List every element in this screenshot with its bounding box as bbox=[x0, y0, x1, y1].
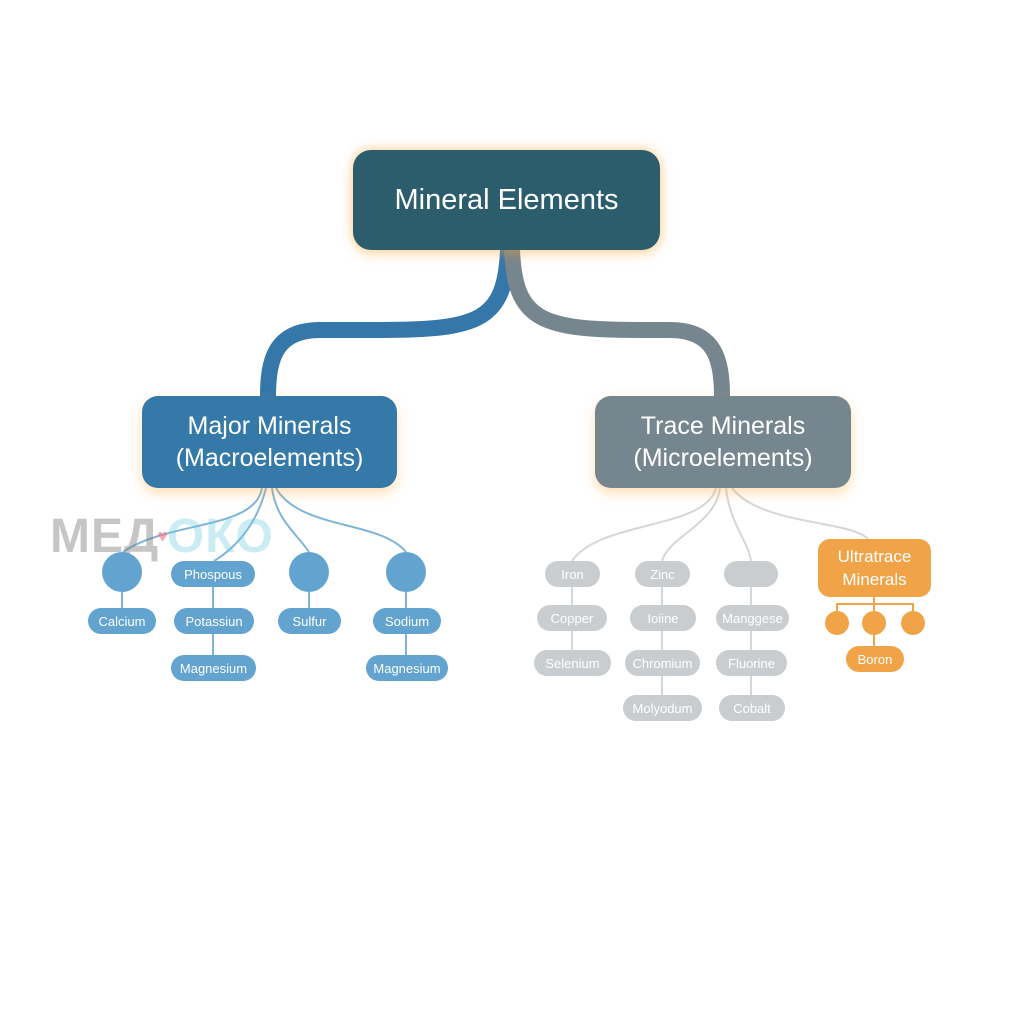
ultra-line2: Minerals bbox=[842, 570, 907, 589]
ultratrace-node-dot bbox=[901, 611, 925, 635]
watermark-part2: ОКО bbox=[166, 509, 274, 563]
heart-icon: ♥ bbox=[157, 525, 169, 546]
mineral-pill: Calcium bbox=[88, 608, 156, 634]
major-minerals-node: Major Minerals (Macroelements) bbox=[142, 396, 397, 488]
root-node: Mineral Elements bbox=[353, 150, 660, 250]
ultra-line1: Ultratrace bbox=[837, 547, 912, 566]
mineral-pill: Molyodum bbox=[623, 695, 702, 721]
branch-major-calcium bbox=[122, 487, 263, 553]
mineral-pill: Chromium bbox=[625, 650, 700, 676]
branch-trace-iron bbox=[571, 487, 717, 562]
watermark: МЕД ♥ ОКО bbox=[50, 508, 274, 564]
ultratrace-node-dot bbox=[825, 611, 849, 635]
mineral-pill: Iron bbox=[545, 561, 600, 587]
mineral-pill: Magnesium bbox=[366, 655, 448, 681]
connector-root-trace bbox=[504, 249, 730, 397]
mineral-pill: Boron bbox=[846, 646, 904, 672]
mineral-pill: Copper bbox=[537, 605, 607, 631]
mineral-pill: Magnesium bbox=[171, 655, 256, 681]
trace-line2: (Microelements) bbox=[633, 444, 813, 472]
major-node-dot bbox=[289, 552, 329, 592]
trace-empty-pill bbox=[724, 561, 778, 587]
mineral-pill: Potassiun bbox=[174, 608, 254, 634]
trace-line1: Trace Minerals bbox=[640, 412, 806, 440]
branch-major-sulfur bbox=[271, 487, 310, 553]
major-node-dot bbox=[102, 552, 142, 592]
mineral-pill: Ioiine bbox=[630, 605, 696, 631]
branch-ultra-left bbox=[836, 597, 875, 611]
trace-minerals-node: Trace Minerals (Microelements) bbox=[595, 396, 851, 488]
mineral-pill: Fluorine bbox=[716, 650, 787, 676]
major-node-dot bbox=[386, 552, 426, 592]
root-label: Mineral Elements bbox=[394, 183, 619, 216]
mineral-pill: Phospous bbox=[171, 561, 255, 587]
major-line1: Major Minerals bbox=[187, 412, 352, 440]
major-line2: (Macroelements) bbox=[175, 444, 364, 472]
branch-trace-mangan bbox=[725, 487, 752, 562]
watermark-part1: МЕД bbox=[50, 509, 160, 563]
ultratrace-node-dot bbox=[862, 611, 886, 635]
mineral-pill: Manggese bbox=[716, 605, 789, 631]
mineral-pill: Sulfur bbox=[278, 608, 341, 634]
mineral-pill: Selenium bbox=[534, 650, 611, 676]
ultratrace-minerals-node: Ultratrace Minerals bbox=[818, 539, 931, 597]
mineral-pill: Sodium bbox=[373, 608, 441, 634]
branch-major-sodium bbox=[275, 487, 407, 553]
branch-trace-zinc bbox=[661, 487, 721, 562]
branch-ultra-right bbox=[874, 603, 914, 611]
mineral-pill: Zinc bbox=[635, 561, 690, 587]
mineral-pill: Cobalt bbox=[719, 695, 785, 721]
branch-major-phosphorus bbox=[213, 487, 267, 562]
connector-root-major bbox=[260, 249, 516, 397]
branch-trace-ultra bbox=[731, 487, 869, 540]
